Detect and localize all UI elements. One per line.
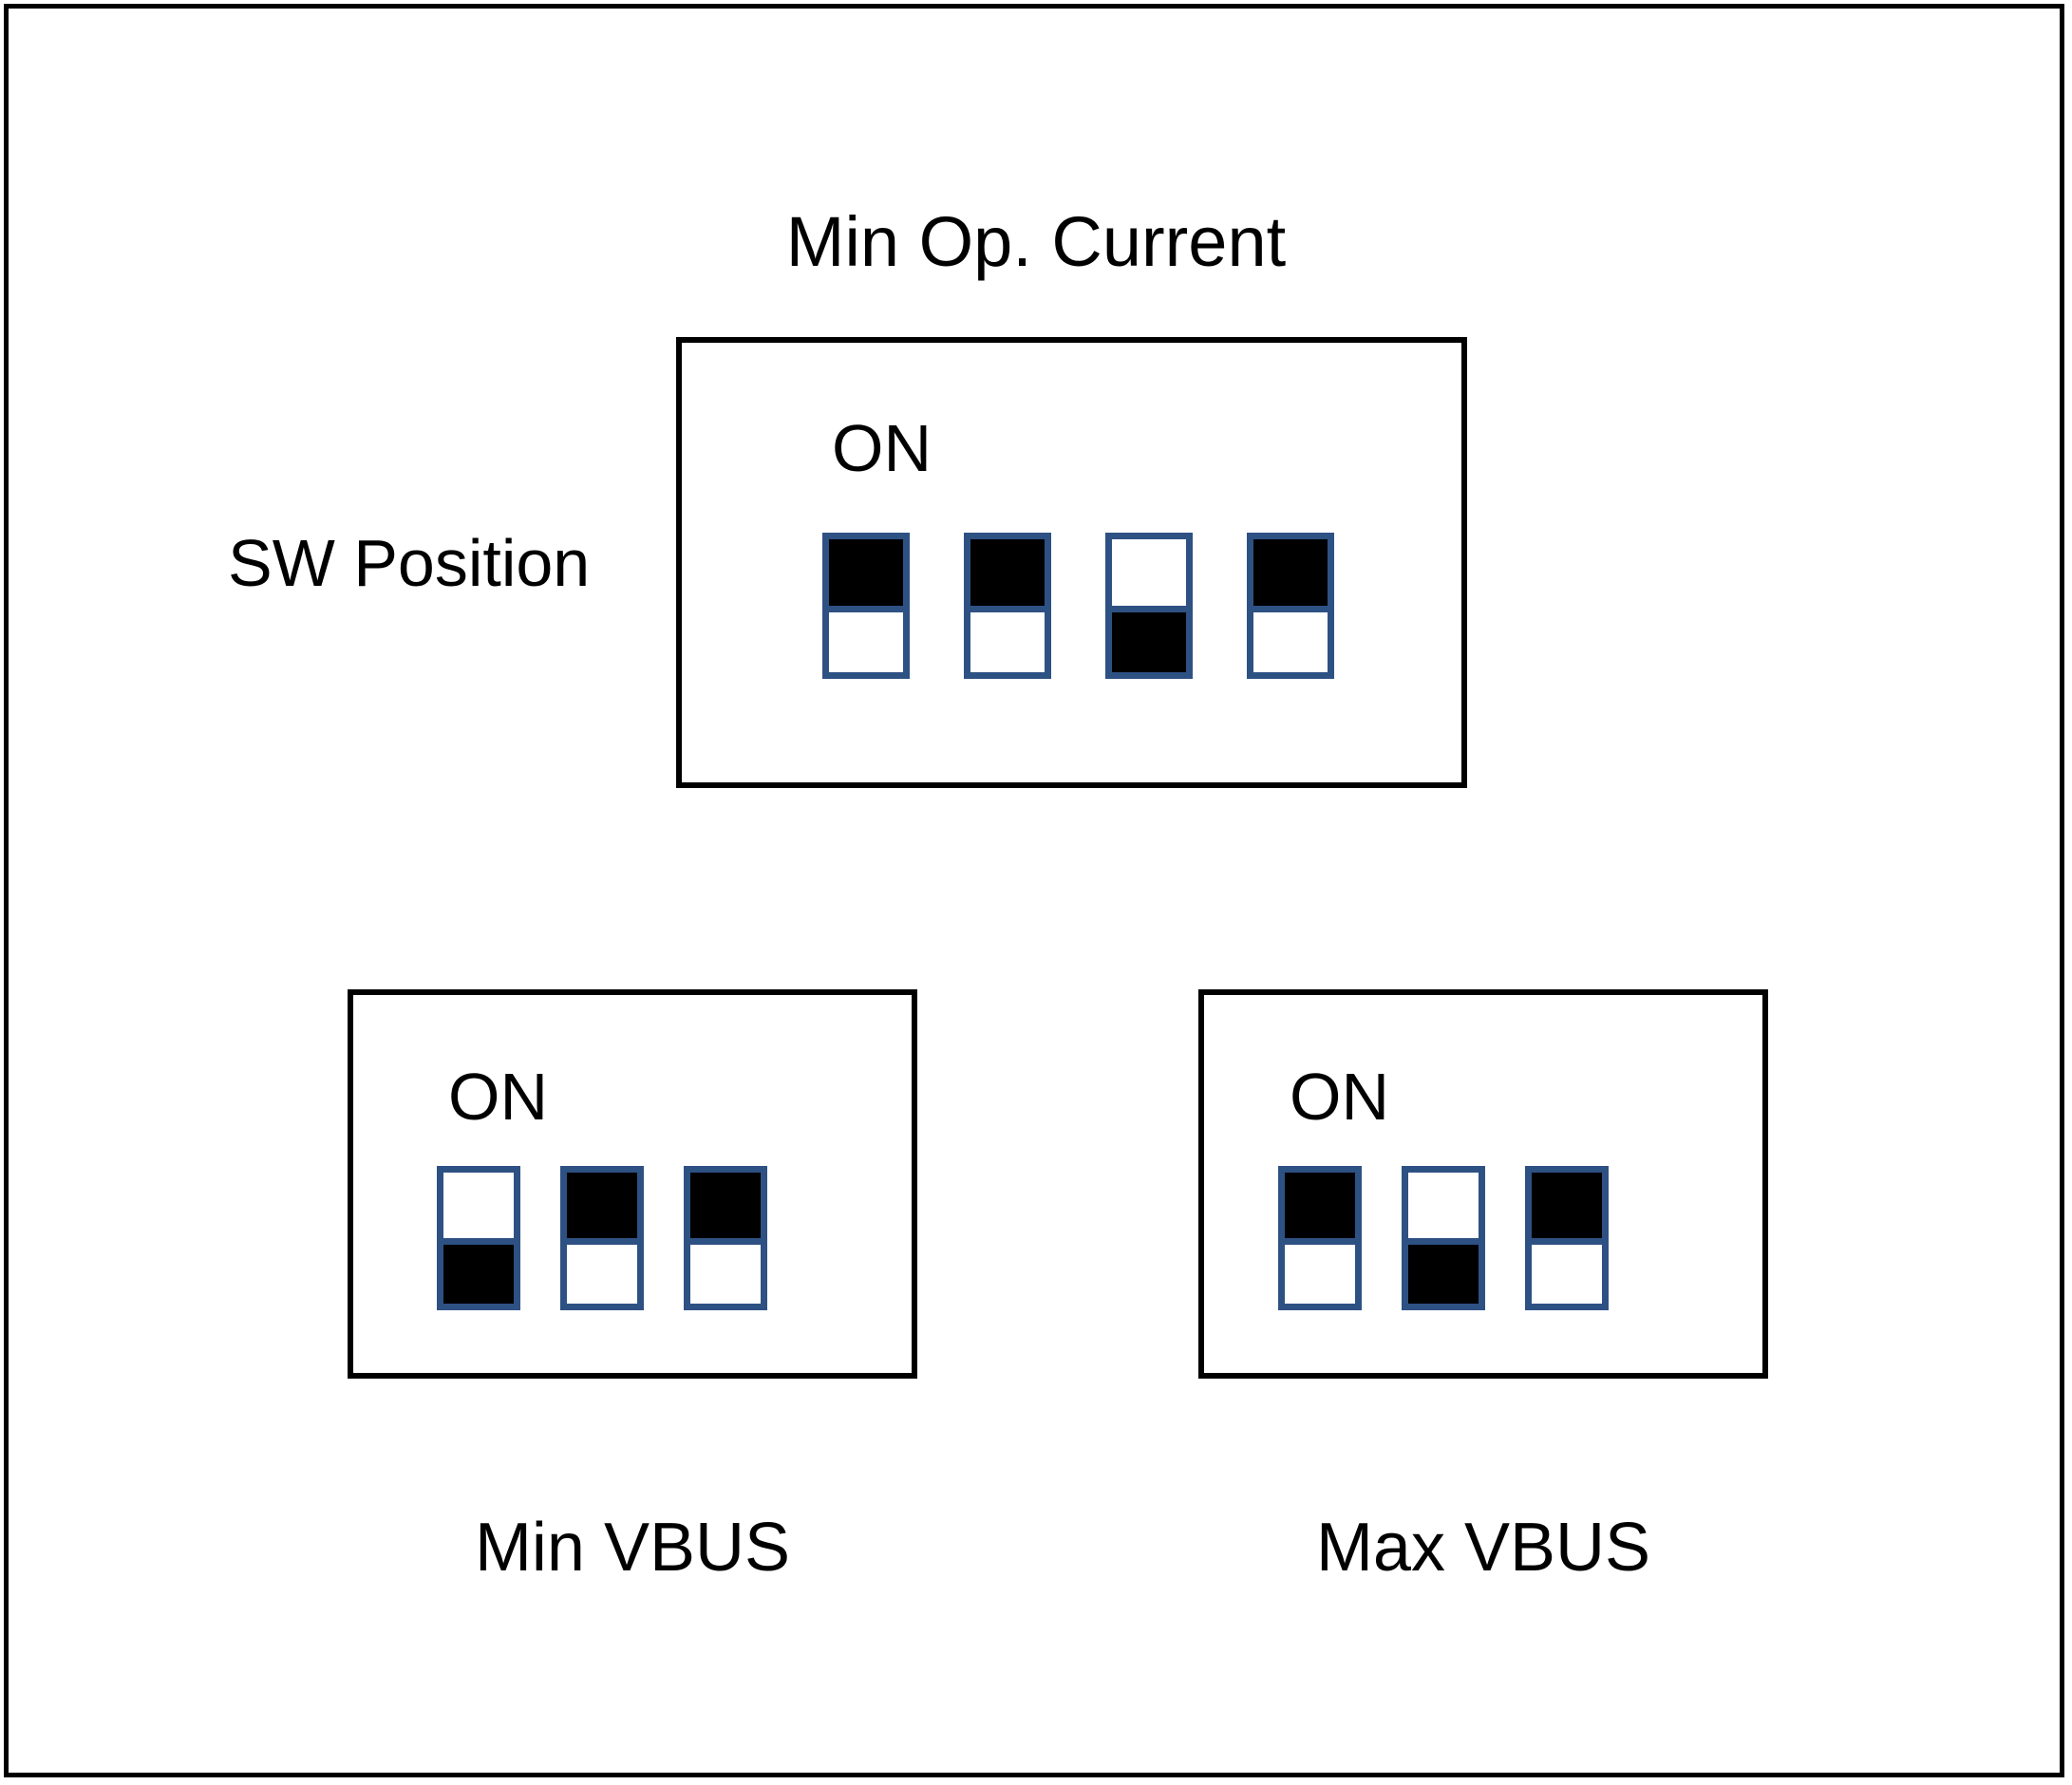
dip-switch-1-max-vbus[interactable]	[1278, 1166, 1362, 1310]
dip-switch-1-min-op-current[interactable]	[822, 533, 910, 679]
switch-slot-bottom	[970, 606, 1045, 672]
switch-row-min-op-current	[822, 533, 1334, 679]
switch-row-min-vbus	[437, 1166, 767, 1310]
dip-switch-1-min-vbus[interactable]	[437, 1166, 520, 1310]
switch-slot-bottom	[1532, 1238, 1602, 1304]
switch-slot-bottom	[1285, 1238, 1355, 1304]
switch-knob-bottom	[443, 1238, 514, 1304]
dip-package-max-vbus: ON	[1198, 989, 1768, 1379]
switch-knob-top	[970, 539, 1045, 606]
switch-slot-bottom	[690, 1238, 761, 1304]
dip-switch-4-min-op-current[interactable]	[1247, 533, 1334, 679]
dip-package-min-vbus: ON	[348, 989, 917, 1379]
dip-package-min-op-current: ON	[676, 337, 1467, 788]
switch-slot-top	[1112, 539, 1186, 606]
switch-knob-top	[567, 1173, 637, 1238]
switch-knob-top	[829, 539, 903, 606]
dip-switch-2-max-vbus[interactable]	[1402, 1166, 1485, 1310]
caption-max-vbus: Max VBUS	[1315, 1510, 1651, 1586]
on-label-min-vbus: ON	[448, 1060, 548, 1134]
switch-slot-bottom	[829, 606, 903, 672]
switch-knob-top	[690, 1173, 761, 1238]
switch-row-max-vbus	[1278, 1166, 1609, 1310]
on-label-max-vbus: ON	[1290, 1060, 1389, 1134]
switch-slot-bottom	[1253, 606, 1328, 672]
switch-knob-top	[1285, 1173, 1355, 1238]
caption-min-vbus: Min VBUS	[474, 1510, 791, 1586]
dip-switch-2-min-op-current[interactable]	[964, 533, 1051, 679]
switch-slot-top	[1408, 1173, 1479, 1238]
switch-knob-bottom	[1112, 606, 1186, 672]
dip-switch-3-max-vbus[interactable]	[1525, 1166, 1609, 1310]
min-op-current-title: Min Op. Current	[785, 202, 1287, 281]
sw-position-label: SW Position	[228, 526, 591, 600]
switch-knob-top	[1532, 1173, 1602, 1238]
on-label-min-op-current: ON	[832, 411, 932, 485]
switch-knob-top	[1253, 539, 1328, 606]
switch-slot-top	[443, 1173, 514, 1238]
switch-knob-bottom	[1408, 1238, 1479, 1304]
dip-switch-3-min-vbus[interactable]	[684, 1166, 767, 1310]
switch-slot-bottom	[567, 1238, 637, 1304]
dip-switch-3-min-op-current[interactable]	[1105, 533, 1193, 679]
figure-outer-border	[4, 4, 2064, 1777]
dip-switch-2-min-vbus[interactable]	[560, 1166, 644, 1310]
